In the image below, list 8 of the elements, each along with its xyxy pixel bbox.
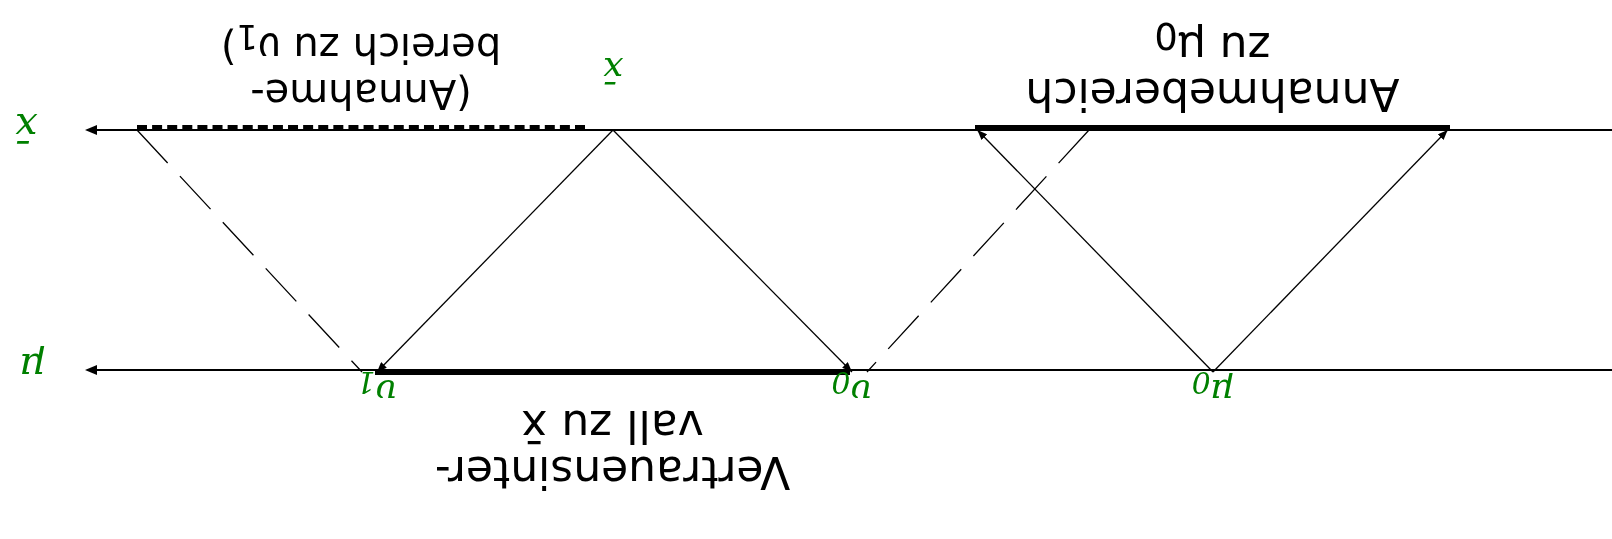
axis-label: μ	[20, 348, 46, 388]
dashed-line	[136, 129, 363, 373]
axis-label: x̄	[15, 108, 38, 148]
dashed-line	[866, 129, 1090, 373]
arrow	[1212, 129, 1449, 373]
arrow	[612, 129, 853, 373]
point-label: x̄	[590, 50, 636, 130]
arrow	[976, 129, 1214, 373]
